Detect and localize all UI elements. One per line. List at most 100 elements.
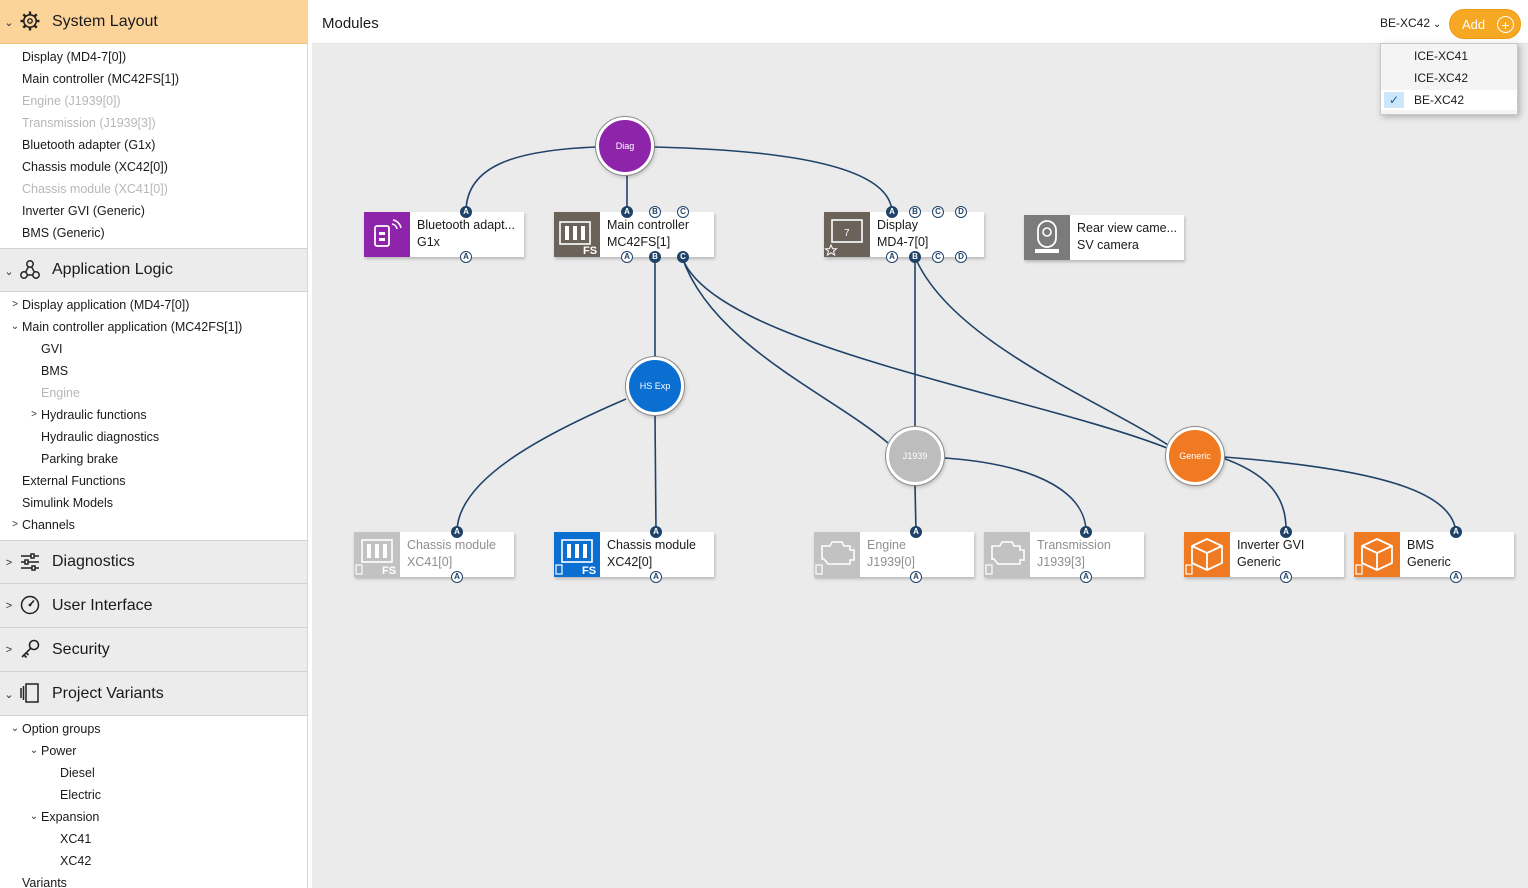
tree-item-gvi[interactable]: GVI	[41, 342, 63, 356]
port-display-a-bottom[interactable]: A	[886, 251, 898, 263]
variant-select[interactable]: BE-XC42⌄	[1380, 16, 1441, 30]
tree-item-display[interactable]: Display (MD4-7[0])	[22, 50, 127, 64]
port-transmission-a-top[interactable]: A	[1080, 526, 1092, 538]
node-type: MC42FS[1]	[607, 235, 671, 249]
menu-item-ice-xc42[interactable]: ICE-XC42	[1414, 71, 1469, 85]
port-controller-b-bottom[interactable]: B	[649, 251, 661, 263]
menu-item-ice-xc41[interactable]: ICE-XC41	[1414, 49, 1469, 63]
port-bluetooth-a-top[interactable]: A	[460, 206, 472, 218]
chevron-right-icon: >	[5, 557, 13, 569]
port-engine-a-top[interactable]: A	[910, 526, 922, 538]
port-display-d-top[interactable]: D	[955, 206, 967, 218]
section-security[interactable]: > Security	[0, 628, 307, 672]
chevron-right-icon[interactable]: >	[12, 299, 18, 310]
port-chassis42-a-top[interactable]: A	[650, 526, 662, 538]
port-display-c-bottom[interactable]: C	[932, 251, 944, 263]
tree-item-label: Main controller application (MC42FS[1])	[22, 320, 243, 334]
tree-item-transmission[interactable]: Transmission (J1939[3])	[22, 116, 156, 130]
tree-item-diesel[interactable]: Diesel	[60, 766, 95, 780]
port-engine-a-bottom[interactable]: A	[910, 571, 922, 583]
section-project-variants[interactable]: ⌄ Project Variants	[0, 672, 307, 716]
port-transmission-a-bottom[interactable]: A	[1080, 571, 1092, 583]
tree-item-simulink-models[interactable]: Simulink Models	[22, 496, 114, 510]
node-chassis-module-xc42[interactable]: FS Chassis module XC42[0]	[554, 532, 714, 577]
node-type: Generic	[1237, 555, 1281, 569]
port-display-b-bottom[interactable]: B	[909, 251, 921, 263]
port-controller-c-top[interactable]: C	[677, 206, 689, 218]
node-bluetooth-adapter[interactable]: Bluetooth adapt... G1x	[364, 212, 524, 257]
port-inverter-a-bottom[interactable]: A	[1280, 571, 1292, 583]
tree-item-bluetooth-adapter[interactable]: Bluetooth adapter (G1x)	[22, 138, 156, 152]
port-controller-a-top[interactable]: A	[621, 206, 633, 218]
chevron-down-icon[interactable]: ⌄	[29, 811, 39, 822]
tree-item-electric[interactable]: Electric	[60, 788, 101, 802]
breadcrumb: Modules	[322, 15, 379, 32]
node-transmission[interactable]: Transmission J1939[3]	[984, 532, 1144, 577]
port-bms-a-top[interactable]: A	[1450, 526, 1462, 538]
tree-item-display-application[interactable]: >Display application (MD4-7[0])	[0, 294, 307, 316]
fs-label: FS	[582, 565, 596, 577]
node-bms[interactable]: BMS Generic	[1354, 532, 1514, 577]
tree-item-expansion[interactable]: ⌄Expansion	[0, 806, 307, 828]
node-rear-view-camera[interactable]: Rear view came... SV camera	[1024, 215, 1184, 260]
tree-item-engine[interactable]: Engine (J1939[0])	[22, 94, 121, 108]
node-engine[interactable]: Engine J1939[0]	[814, 532, 974, 577]
tree-item-power[interactable]: ⌄Power	[0, 740, 307, 762]
port-display-a-top[interactable]: A	[886, 206, 898, 218]
port-display-b-top[interactable]: B	[909, 206, 921, 218]
tree-item-variants[interactable]: Variants	[22, 876, 67, 888]
port-controller-b-top[interactable]: B	[649, 206, 661, 218]
node-type: J1939[0]	[867, 555, 915, 569]
node-name: Chassis module	[407, 538, 496, 552]
tree-item-parking-brake[interactable]: Parking brake	[41, 452, 119, 466]
tree-item-bms[interactable]: BMS (Generic)	[22, 226, 105, 240]
node-display[interactable]: 7 Display MD4-7[0]	[824, 212, 984, 257]
port-controller-c-bottom[interactable]: C	[677, 251, 689, 263]
port-bluetooth-a-bottom[interactable]: A	[460, 251, 472, 263]
tree-item-option-groups[interactable]: ⌄Option groups	[0, 718, 307, 740]
port-controller-a-bottom[interactable]: A	[621, 251, 633, 263]
node-chassis-module-xc41[interactable]: FS Chassis module XC41[0]	[354, 532, 514, 577]
tree-item-hydraulic-functions[interactable]: >Hydraulic functions	[0, 404, 307, 426]
section-application-logic[interactable]: ⌄ Application Logic	[0, 248, 307, 292]
chevron-right-icon[interactable]: >	[31, 409, 37, 420]
tree-item-engine-logic[interactable]: Engine	[41, 386, 80, 400]
wire-generic-inverter	[1219, 456, 1287, 533]
tree-item-external-functions[interactable]: External Functions	[22, 474, 126, 488]
tree-item-chassis-xc42[interactable]: Chassis module (XC42[0])	[22, 160, 168, 174]
section-user-interface[interactable]: > User Interface	[0, 584, 307, 628]
section-diagnostics[interactable]: > Diagnostics	[0, 540, 307, 584]
tree-item-xc42[interactable]: XC42	[60, 854, 92, 868]
module-canvas[interactable]: Diag HS Exp J1939 Generic Bluetooth adap…	[312, 45, 1528, 888]
add-button[interactable]: Add+	[1449, 9, 1521, 39]
menu-item-be-xc42[interactable]: ✓BE-XC42	[1381, 90, 1517, 110]
port-display-d-bottom[interactable]: D	[955, 251, 967, 263]
generic-hub[interactable]: Generic	[1166, 427, 1224, 485]
j1939-hub[interactable]: J1939	[886, 427, 944, 485]
port-chassis41-a-bottom[interactable]: A	[451, 571, 463, 583]
chevron-right-icon[interactable]: >	[12, 519, 18, 530]
tree-item-inverter-gvi[interactable]: Inverter GVI (Generic)	[22, 204, 145, 218]
tree-item-main-controller[interactable]: Main controller (MC42FS[1])	[22, 72, 179, 86]
port-chassis41-a-top[interactable]: A	[451, 526, 463, 538]
hsexp-hub[interactable]: HS Exp	[626, 357, 684, 415]
node-type: J1939[3]	[1037, 555, 1085, 569]
port-bms-a-bottom[interactable]: A	[1450, 571, 1462, 583]
tree-item-channels[interactable]: >Channels	[0, 514, 307, 536]
node-main-controller[interactable]: FS Main controller MC42FS[1]	[554, 212, 714, 257]
node-inverter-gvi[interactable]: Inverter GVI Generic	[1184, 532, 1344, 577]
chevron-down-icon[interactable]: ⌄	[10, 723, 20, 734]
chevron-down-icon[interactable]: ⌄	[10, 321, 20, 332]
tree-item-chassis-xc41[interactable]: Chassis module (XC41[0])	[22, 182, 168, 196]
tree-item-bms-logic[interactable]: BMS	[41, 364, 69, 378]
port-inverter-a-top[interactable]: A	[1280, 526, 1292, 538]
tree-item-xc41[interactable]: XC41	[60, 832, 92, 846]
tree-item-hydraulic-diagnostics[interactable]: Hydraulic diagnostics	[41, 430, 160, 444]
tree-item-main-controller-application[interactable]: ⌄Main controller application (MC42FS[1])	[0, 316, 307, 338]
port-display-c-top[interactable]: C	[932, 206, 944, 218]
port-chassis42-a-bottom[interactable]: A	[650, 571, 662, 583]
chevron-down-icon[interactable]: ⌄	[29, 745, 39, 756]
diag-hub[interactable]: Diag	[596, 117, 654, 175]
section-system-layout[interactable]: ⌄ System Layout	[0, 0, 307, 44]
application-logic-tree: >Display application (MD4-7[0]) ⌄Main co…	[0, 292, 307, 540]
